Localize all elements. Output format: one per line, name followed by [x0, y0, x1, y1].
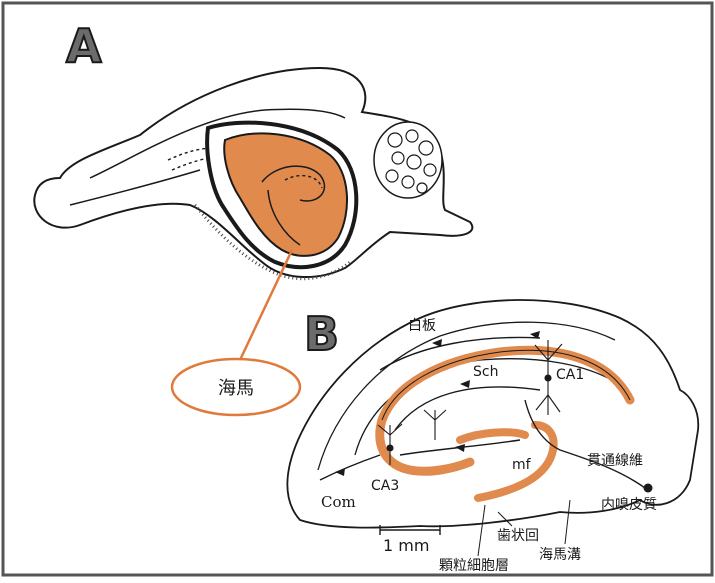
label-perforant-path: 貫通線維: [587, 453, 643, 469]
label-schaffer: Sch: [473, 364, 498, 380]
entorhinal-dot: [644, 484, 653, 493]
label-granule-cell-layer: 顆粒細胞層: [439, 558, 509, 574]
label-entorhinal-cortex: 内嗅皮質: [601, 497, 657, 513]
label-dentate-gyrus: 歯状回: [497, 528, 539, 544]
label-commissural: Com: [321, 493, 356, 511]
label-ca1: CA1: [556, 367, 584, 383]
panel-b: B: [287, 300, 698, 574]
cerebellum: [374, 122, 442, 198]
label-ca3: CA3: [371, 478, 399, 494]
label-hippocampal-sulcus: 海馬溝: [539, 547, 581, 563]
scale-bar-label: 1 mm: [383, 536, 429, 555]
callout-line: [240, 250, 292, 360]
panel-a-letter: A: [66, 19, 102, 73]
panel-b-letter: B: [304, 307, 339, 361]
callout-label-hippocampus: 海馬: [218, 378, 254, 399]
label-mossy-fiber: mf: [512, 457, 532, 473]
label-white-matter: 白板: [408, 318, 436, 334]
